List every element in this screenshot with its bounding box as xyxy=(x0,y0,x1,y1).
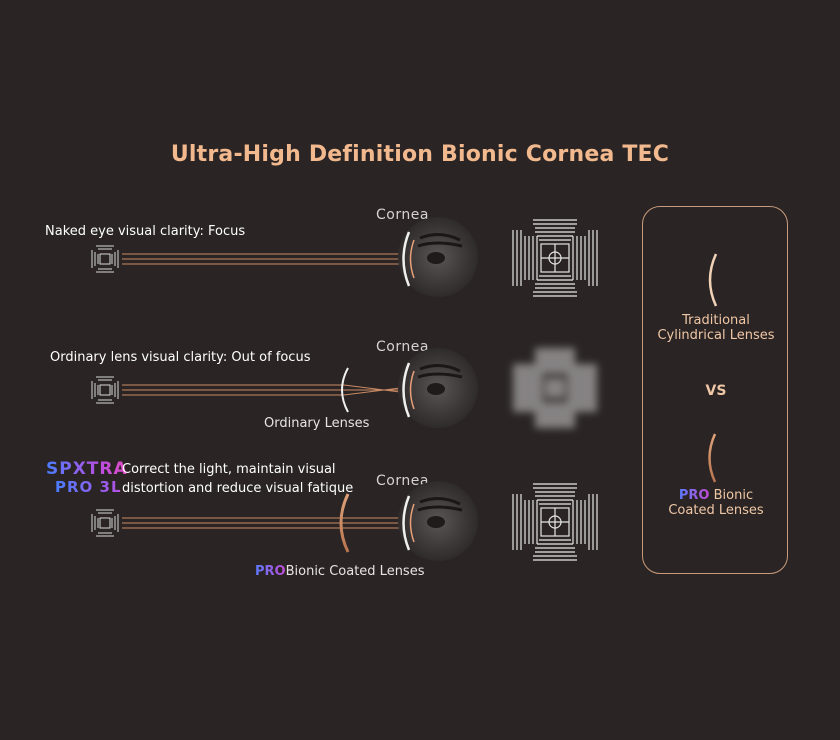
row1-light-rays xyxy=(122,253,441,265)
pro-mark: PRO xyxy=(255,564,286,579)
pro-panel-lens-arc xyxy=(708,433,717,483)
row2-source-icon xyxy=(91,376,119,404)
traditional-line1: Traditional xyxy=(682,313,750,328)
row3-eye-iris xyxy=(427,516,445,528)
row3-desc-line1: Correct the light, maintain visual xyxy=(122,462,336,477)
row2-cornea-arc-inner xyxy=(409,370,415,410)
row1-eye-iris xyxy=(427,252,445,264)
row2-cornea-label: Cornea xyxy=(376,339,429,355)
row1-cornea-label: Cornea xyxy=(376,207,429,223)
row2-eye-iris xyxy=(427,383,445,395)
row1-diagram xyxy=(91,217,598,297)
row2-label: Ordinary lens visual clarity: Out of foc… xyxy=(50,350,311,365)
row2-blurred-target xyxy=(513,348,597,428)
row2-cornea-arc xyxy=(402,362,411,418)
brand-line1: SPXTRA xyxy=(46,459,128,479)
row1-cornea-arc xyxy=(402,231,411,287)
row3-target-image xyxy=(512,483,598,561)
row3-cornea-arc-inner xyxy=(409,503,415,543)
vs-label: VS xyxy=(705,383,727,399)
row1-label: Naked eye visual clarity: Focus xyxy=(45,224,246,239)
row3-light-rays xyxy=(122,517,441,529)
row1-target-image xyxy=(512,219,598,297)
ordinary-lens-arc xyxy=(341,367,349,413)
row1-source-icon xyxy=(91,245,119,273)
comparison-panel: Traditional Cylindrical Lenses VS PRO Bi… xyxy=(642,206,788,574)
row3-desc-line2: distortion and reduce visual fatique xyxy=(122,481,354,496)
row1-eye-lashes xyxy=(417,233,463,248)
traditional-lens-arc xyxy=(708,253,718,307)
row1-cornea-arc-inner xyxy=(409,239,415,279)
pro-lens-arc xyxy=(339,493,350,553)
pro-lenses-caption: PROBionic Coated Lenses xyxy=(255,564,424,579)
brand-line2: PRO 3L xyxy=(55,479,128,496)
panel-pro-mark: PRO xyxy=(678,488,710,503)
row2-eye-lashes xyxy=(417,364,463,379)
spxtra-logo: SPXTRA PRO 3L xyxy=(46,459,128,496)
row3-diagram xyxy=(91,481,598,561)
row2-light-rays xyxy=(122,382,441,398)
row3-source-icon xyxy=(91,509,119,537)
row3-cornea-label: Cornea xyxy=(376,473,429,489)
traditional-lens-label: Traditional Cylindrical Lenses xyxy=(643,313,789,343)
pro-bionic-label: PRO Bionic Coated Lenses xyxy=(643,488,789,518)
traditional-line2: Cylindrical Lenses xyxy=(657,328,775,343)
ordinary-lenses-caption: Ordinary Lenses xyxy=(264,416,370,431)
row3-description: Correct the light, maintain visual disto… xyxy=(122,460,353,498)
row3-eye-lashes xyxy=(417,497,463,512)
pro-lenses-text: Bionic Coated Lenses xyxy=(285,564,425,579)
page-title: Ultra-High Definition Bionic Cornea TEC xyxy=(170,142,670,167)
panel-bionic-text: Bionic xyxy=(709,488,754,503)
row3-cornea-arc xyxy=(402,495,411,551)
panel-coated-text: Coated Lenses xyxy=(668,503,764,518)
row2-diagram xyxy=(91,348,597,428)
